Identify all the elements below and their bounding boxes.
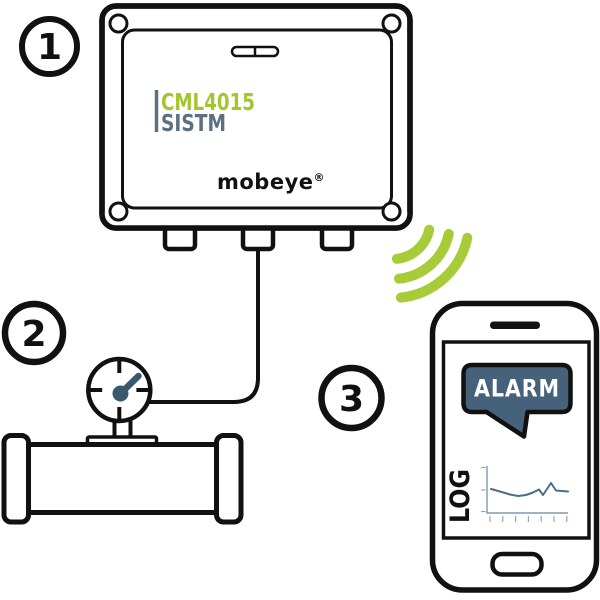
step-1-circle: [19, 16, 80, 77]
alarm-notification: ALARM: [461, 362, 573, 439]
step-3-circle: [318, 364, 385, 432]
brand-word: mobeye: [217, 170, 314, 194]
model-text: CML4015: [161, 90, 255, 116]
chart-x-ticks: [489, 516, 568, 522]
chart-line: [490, 482, 569, 497]
step-1-number: 1: [37, 27, 62, 68]
gland-mask: [104, 212, 408, 226]
device-inner-panel: [121, 28, 393, 210]
series-text: SISTM: [161, 111, 226, 137]
log-label: LOG: [445, 469, 476, 523]
step-3-badge: 3: [318, 364, 385, 432]
screw-top-left-icon: [108, 13, 129, 34]
cable-glands: [99, 3, 413, 252]
alarm-bubble-icon: [461, 362, 573, 439]
screw-bottom-right-icon: [381, 201, 402, 222]
log-chart: LOG: [445, 466, 569, 523]
signal-waves-icon: [391, 224, 473, 303]
chart-axes: [486, 466, 568, 514]
chart-y-ticks: [481, 466, 486, 513]
registered-mark: ®: [314, 171, 326, 184]
smartphone: ALARM LOG: [429, 300, 600, 593]
pressure-gauge: [86, 356, 153, 424]
step-1-badge: 1: [19, 16, 80, 77]
pipe-flange-right: [214, 433, 244, 525]
monitoring-unit: CML4015 SISTM mobeye®: [99, 3, 413, 252]
pipe-flange-left: [1, 433, 31, 525]
step-3-number: 3: [339, 379, 364, 420]
signal-arc-3: [395, 232, 473, 303]
home-button[interactable]: [490, 551, 544, 577]
device-labels: CML4015 SISTM mobeye®: [154, 90, 325, 194]
pipe-body: [24, 442, 221, 515]
led-indicator: [230, 45, 280, 58]
alarm-label: ALARM: [474, 375, 560, 403]
screw-bottom-left-icon: [108, 201, 129, 222]
signal-arc-1: [391, 224, 435, 264]
gauge-needle-hub: [112, 385, 129, 402]
signal-arc-2: [394, 228, 454, 284]
step-2-number: 2: [21, 314, 46, 355]
device-outer-case-border: [99, 3, 413, 231]
step-2-badge: 2: [1, 300, 67, 366]
pipe-assembly: [1, 412, 244, 525]
step-2-circle: [1, 300, 67, 366]
screw-top-right-icon: [381, 13, 402, 34]
brand-logo: mobeye®: [217, 170, 325, 194]
sensor-cable: [149, 249, 260, 404]
phone-speaker-icon: [490, 321, 540, 329]
